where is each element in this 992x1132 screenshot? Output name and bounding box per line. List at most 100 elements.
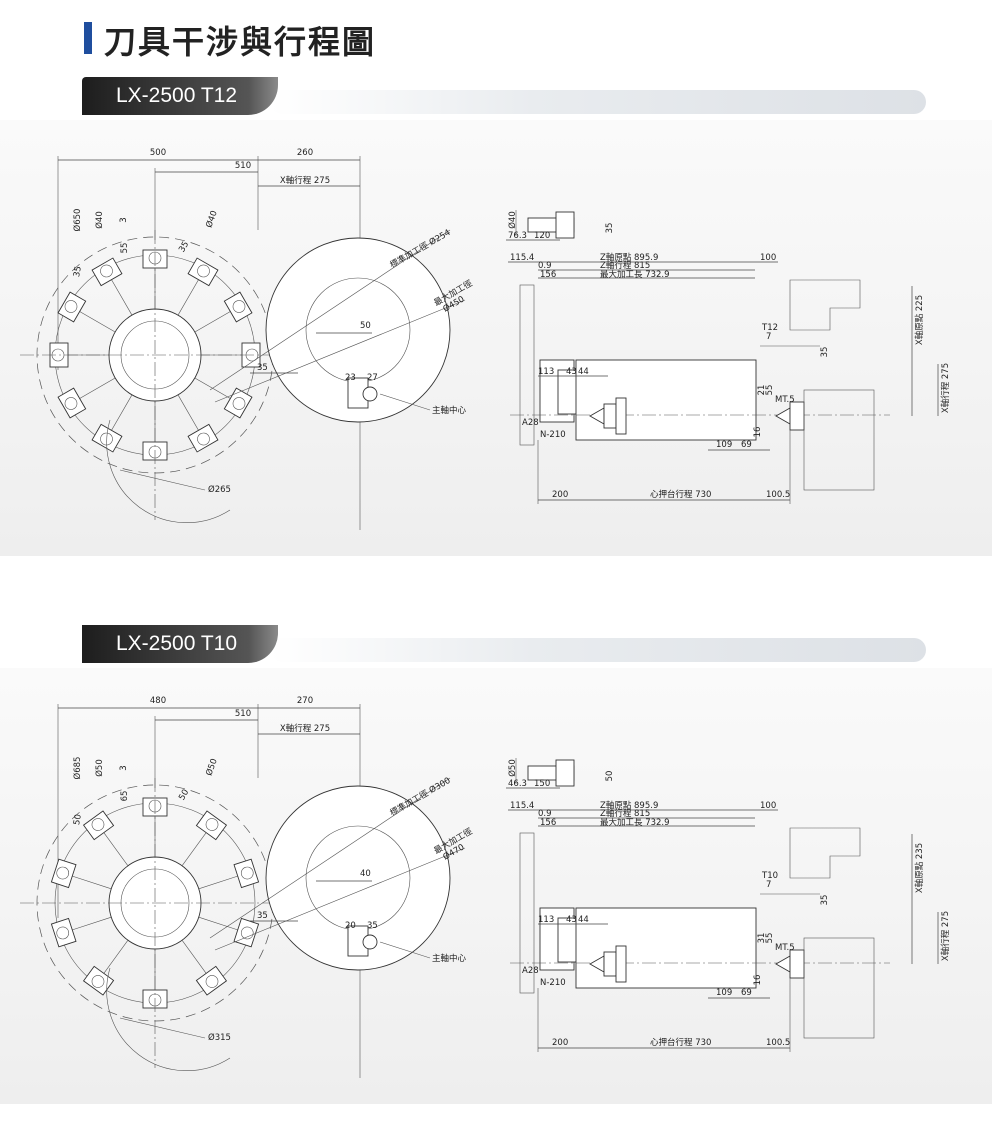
dimension-label: Ø40	[507, 211, 518, 229]
dimension-label: 35	[820, 347, 830, 358]
dimension-label: 55	[765, 933, 775, 944]
dimension-label: Ø50	[94, 759, 105, 777]
tool-bore	[64, 397, 78, 410]
tool-bore	[56, 866, 70, 880]
workpiece	[575, 359, 757, 441]
dimension-label: 27	[367, 373, 378, 383]
tool-holder	[91, 257, 123, 287]
tailstock-quill	[789, 401, 805, 431]
x-origin-label: X軸原點 235	[914, 843, 925, 893]
dimension-label: 20	[345, 921, 356, 931]
turret-outline	[789, 827, 861, 879]
dimension-label: 35	[820, 895, 830, 906]
dimension-label: 200	[552, 1038, 568, 1048]
tool-bore	[240, 866, 254, 880]
dimension-label: 35	[257, 911, 268, 921]
tool-bore	[197, 264, 210, 278]
tool-holder-block	[195, 965, 228, 996]
dimension-label: 76.3	[508, 231, 527, 241]
center-sleeve	[603, 403, 617, 429]
tool-holder-block	[82, 810, 115, 841]
tool-holder	[50, 858, 77, 889]
dimension-label: Ø265	[208, 484, 231, 495]
dimension-label: MT.5	[775, 943, 795, 953]
leader-line	[379, 941, 431, 959]
dimension-label: Ø40	[94, 211, 105, 229]
dimension-label: 31	[757, 933, 767, 944]
max-working-circle	[265, 785, 451, 971]
dimension-label: 115.4	[510, 801, 534, 811]
tool-holder	[187, 257, 219, 287]
dimension-label: 7	[766, 880, 771, 890]
dimension-label: 113	[538, 367, 554, 377]
dimension-label: 200	[552, 490, 568, 500]
dimension-label: Z軸原點 895.9	[600, 252, 658, 263]
spindle-center-label: 主軸中心	[432, 405, 467, 416]
tool-holder	[223, 291, 253, 323]
tool-bore	[197, 432, 210, 446]
tool-holder	[187, 423, 219, 453]
tool-holder-clamp	[555, 211, 575, 239]
dimension-label: 115.4	[510, 253, 534, 263]
dimension-label: 65	[120, 791, 130, 802]
dimension-label: Ø650	[72, 209, 83, 232]
dimension-label: 44	[578, 367, 589, 377]
tool-bore	[232, 300, 246, 313]
dimension-label: Z軸行程 815	[600, 808, 650, 819]
dimension-label: 100.5	[766, 1038, 790, 1048]
dimension-label: 260	[297, 148, 313, 158]
leader-line	[119, 1017, 206, 1039]
dimension-label: 113	[538, 915, 554, 925]
dimension-label: 100.5	[766, 490, 790, 500]
dimension-label: T12	[761, 323, 778, 333]
x-origin-label: X軸原點 225	[914, 295, 925, 345]
dimension-label: 43	[566, 915, 577, 925]
max-working-circle	[265, 237, 451, 423]
dimension-label: 23	[345, 373, 356, 383]
dimension-label: 120	[534, 231, 550, 241]
tailstock-travel-label: 心押台行程 730	[650, 1037, 711, 1048]
tool-holder-block	[50, 858, 77, 889]
tool-holder-block	[233, 917, 260, 948]
tailstock-body	[803, 937, 875, 1039]
leader-line	[119, 469, 206, 491]
tool-holder-block	[57, 387, 87, 419]
tool-holder	[50, 917, 77, 948]
dimension-label: 109	[716, 988, 732, 998]
dimension-label: N-210	[540, 978, 566, 988]
tailstock-body	[803, 389, 875, 491]
dimension-label: 55	[765, 385, 775, 396]
model-tab-rail	[270, 90, 926, 114]
dimension-label: 46.3	[508, 779, 527, 789]
dimension-label: 500	[150, 148, 166, 158]
dimension-label: X軸行程 275	[280, 175, 330, 186]
tool-bore	[100, 264, 113, 278]
dimension-label: 3	[119, 765, 129, 770]
dimension-label: A28	[522, 966, 539, 976]
dimension-label: 480	[150, 696, 166, 706]
dimension-label: 270	[297, 696, 313, 706]
tool-holder-block	[223, 387, 253, 419]
tool-holder	[82, 965, 115, 996]
dimension-label: X軸行程 275	[280, 723, 330, 734]
tool-bore	[91, 818, 105, 831]
dimension-label: Ø685	[72, 757, 83, 780]
dimension-label: 69	[741, 440, 752, 450]
dimension-label: 510	[235, 709, 251, 719]
tool-holder	[233, 917, 260, 948]
dimension-label: 35	[257, 363, 268, 373]
tool-bore	[205, 975, 219, 988]
standard-dia-leader	[209, 229, 451, 391]
spindle-center-mark	[362, 934, 378, 950]
tool-holder	[233, 858, 260, 889]
dimension-label: 21	[757, 385, 767, 396]
turret-outline	[789, 279, 861, 331]
title-accent-bar	[84, 22, 92, 54]
dimension-label: 69	[741, 988, 752, 998]
dimension-label: 44	[578, 915, 589, 925]
standard-dia-leader	[209, 777, 451, 939]
dimension-label: Ø315	[208, 1032, 231, 1043]
tool-bore	[56, 926, 70, 940]
